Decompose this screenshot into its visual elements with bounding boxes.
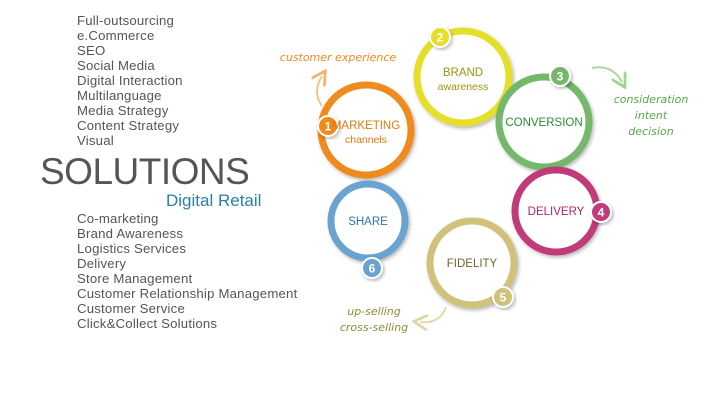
step-number: 2 — [437, 31, 444, 45]
service-item: Content Strategy — [77, 118, 180, 133]
service-item: Digital Interaction — [77, 73, 183, 88]
step-ring-inner — [504, 82, 584, 162]
step-ring — [413, 27, 513, 127]
step-sublabel: awareness — [438, 81, 489, 93]
service-item: Media Strategy — [77, 103, 169, 118]
step-number: 4 — [598, 206, 605, 220]
service-item: Visual — [77, 133, 114, 148]
step-5: 5 FIDELITY — [426, 217, 518, 309]
step-number: 6 — [369, 262, 376, 276]
note-intent: intent — [635, 109, 668, 122]
step-label: FIDELITY — [447, 258, 498, 270]
service-item: Social Media — [77, 58, 155, 73]
service-item: Customer Service — [77, 301, 185, 316]
step-sublabel: channels — [345, 134, 387, 146]
step-label: SHARE — [348, 216, 388, 228]
page-subtitle: Digital Retail — [166, 191, 262, 210]
step-badge — [492, 286, 514, 308]
step-badge — [549, 65, 571, 87]
step-ring-inner — [435, 226, 509, 300]
service-item: Co-marketing — [77, 211, 159, 226]
note-decision: decision — [628, 125, 673, 138]
arrow-to-upselling — [420, 306, 447, 322]
step-ring — [495, 73, 593, 171]
service-item: Click&Collect Solutions — [77, 316, 218, 331]
step-4: 4 DELIVERY — [511, 166, 612, 256]
service-item: Multilanguage — [77, 88, 162, 103]
step-label: CONVERSION — [505, 117, 582, 129]
service-item: Delivery — [77, 256, 127, 271]
step-number: 5 — [500, 291, 507, 305]
service-item: Logistics Services — [77, 241, 187, 256]
step-ring-inner — [422, 36, 504, 118]
step-badge — [429, 26, 451, 48]
step-label: BRAND — [443, 67, 483, 79]
step-ring-inner — [336, 189, 400, 253]
arrow-to-customer-experience — [317, 76, 322, 107]
service-item: Customer Relationship Management — [77, 286, 298, 301]
service-item: Store Management — [77, 271, 193, 286]
note-customer-experience: customer experience — [280, 51, 397, 64]
note-consideration: consideration — [614, 93, 689, 106]
note-cross-selling: cross-selling — [340, 321, 408, 334]
step-badge — [361, 257, 383, 279]
service-item: e.Commerce — [77, 28, 155, 43]
step-label: DELIVERY — [528, 206, 585, 218]
step-6: 6 SHARE — [327, 180, 409, 279]
service-item: Full-outsourcing — [77, 13, 175, 28]
service-item: Brand Awareness — [77, 226, 184, 241]
step-ring — [426, 217, 518, 309]
step-badge — [317, 115, 339, 137]
step-badge — [590, 201, 612, 223]
arrow-to-consideration — [591, 66, 622, 82]
step-number: 3 — [557, 70, 564, 84]
step-number: 1 — [325, 120, 332, 134]
service-item: SEO — [77, 43, 106, 58]
page-title: SOLUTIONS — [40, 151, 250, 192]
step-label: MARKETING — [332, 120, 400, 132]
note-up-selling: up-selling — [347, 305, 401, 318]
